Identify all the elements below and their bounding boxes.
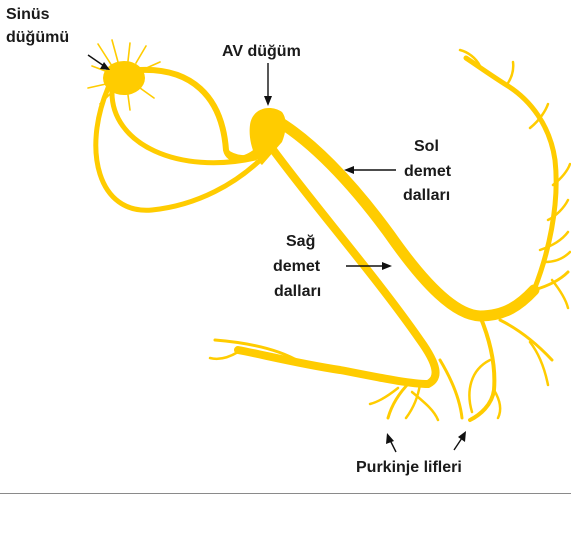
right-bundle-arrow [346,262,392,270]
sinus-node-label-line1: Sinüs [6,6,50,23]
left-purkinje-tree [458,48,571,310]
left-bundle-label-line1: Sol [414,138,439,155]
right-bundle-label-line2: demet [273,258,321,275]
sinus-node-label-line2: düğümü [6,29,69,46]
sinus-node-arrow [87,54,110,70]
av-node-label: AV düğüm [222,43,301,60]
purkinje-label: Purkinje lifleri [356,459,462,476]
left-bundle-label-line2: demet [404,163,452,180]
labels: Sinüs düğümü AV düğüm Sol demet dalları … [6,6,462,476]
av-node-arrow [264,63,272,106]
lower-purkinje-fibers [368,314,554,422]
arrows [87,54,466,453]
left-bundle-label-line3: dalları [403,187,450,204]
conduction-fibers [87,39,571,422]
bundle-branches [208,114,540,388]
sinus-node [87,39,161,111]
left-bundle-arrow [344,166,396,174]
purkinje-arrow-right [453,431,466,451]
right-bundle-label-line1: Sağ [286,233,315,250]
right-bundle-label-line3: dalları [274,283,321,300]
purkinje-arrow-left [386,433,397,453]
